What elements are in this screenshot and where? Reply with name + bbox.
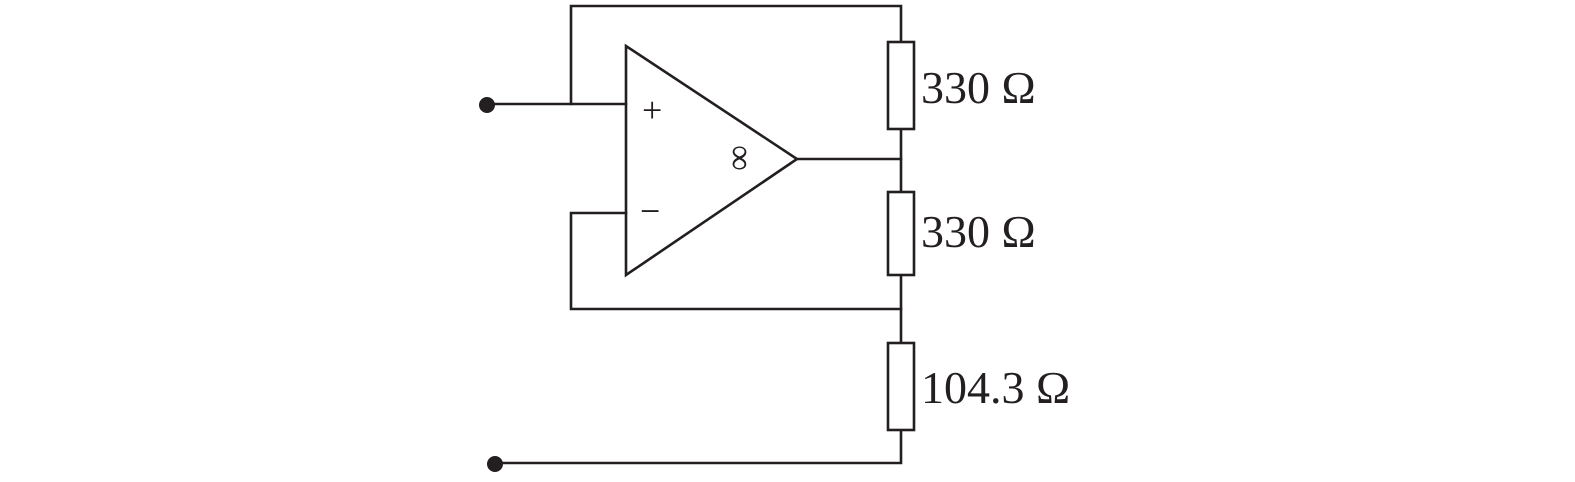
resistor-top-body [886, 40, 916, 131]
inverting-input-sign: − [640, 191, 660, 231]
noninverting-input-sign: + [642, 90, 662, 130]
opamp: + − ∞ [624, 43, 800, 278]
opamp-triangle [624, 43, 800, 278]
inverting-feedback-wire [569, 211, 903, 311]
input-terminal-bottom [487, 456, 503, 472]
resistor-top-value: 330 Ω [921, 62, 1036, 113]
resistor-bottom: 104.3 Ω [886, 341, 1070, 432]
resistor-middle: 330 Ω [886, 190, 1036, 277]
resistor-bottom-value: 104.3 Ω [921, 362, 1070, 413]
resistor-top: 330 Ω [886, 40, 1036, 131]
top-feedback-wire [569, 4, 903, 106]
resistor-middle-value: 330 Ω [921, 206, 1036, 257]
infinite-gain-symbol: ∞ [721, 145, 761, 171]
resistor-middle-body [886, 190, 916, 277]
bottom-return-wire [493, 428, 903, 465]
input-terminal-top [479, 97, 495, 113]
wires [485, 4, 903, 465]
resistor-bottom-body [886, 341, 916, 432]
